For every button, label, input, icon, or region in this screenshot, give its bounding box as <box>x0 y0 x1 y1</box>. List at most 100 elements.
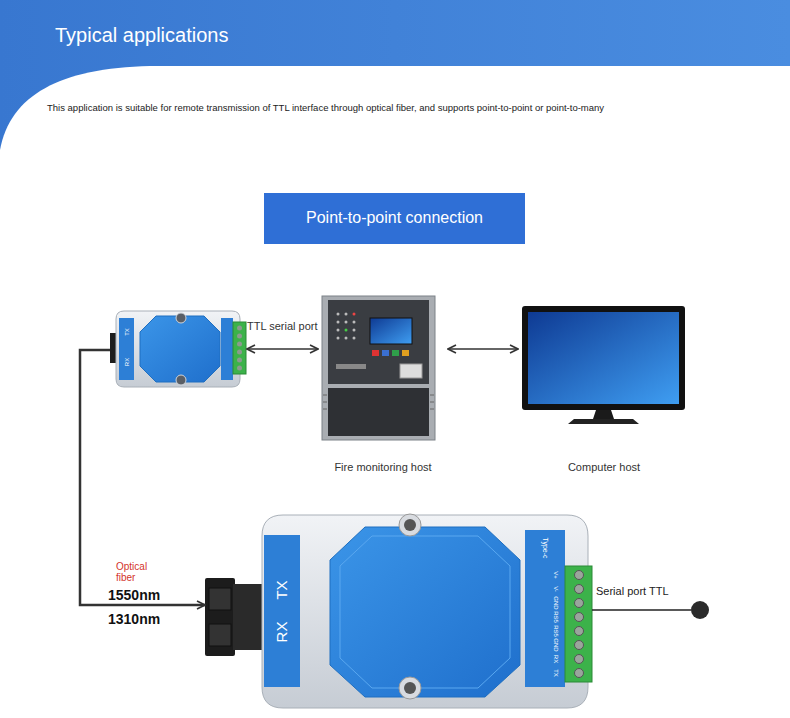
converter-small: TX RX <box>110 310 247 387</box>
device-face <box>140 316 220 382</box>
description-text: This application is suitable for remote … <box>47 103 604 114</box>
panel-button <box>382 350 389 356</box>
header-band <box>0 0 790 160</box>
device-strip <box>264 535 300 687</box>
panel-button <box>402 350 409 356</box>
monitor-neck <box>593 410 614 419</box>
device-strip <box>525 530 565 687</box>
connector <box>80 350 205 605</box>
connector-port <box>209 624 231 646</box>
connector <box>247 348 318 350</box>
terminal-screw <box>237 358 242 363</box>
status-led <box>353 337 356 340</box>
status-led <box>337 313 340 316</box>
pin-label: Type-c <box>541 537 549 558</box>
host-label: Computer host <box>518 461 690 474</box>
vent-line <box>323 395 327 396</box>
vent-line <box>430 402 434 403</box>
port-mark: TX <box>273 580 290 599</box>
panel-button <box>372 350 379 356</box>
terminal-screw <box>575 599 584 608</box>
fire-monitoring-host: Fire monitoring host <box>318 293 448 478</box>
pin-label: RS5 <box>553 611 560 623</box>
header-curve <box>0 66 790 160</box>
terminal-screw <box>575 585 584 594</box>
terminal-screw <box>575 627 584 636</box>
terminal-screw <box>237 350 242 355</box>
terminal-screw <box>575 613 584 622</box>
housing-screw <box>404 682 416 694</box>
pin-label: RS5 <box>553 625 560 637</box>
device-strip <box>119 318 134 380</box>
status-led <box>353 313 356 316</box>
connector <box>448 348 518 350</box>
terminal-screw <box>237 342 242 347</box>
pin-label: V- <box>553 586 560 592</box>
terminal-screw <box>575 641 584 650</box>
housing-screw <box>176 313 186 323</box>
port-mark: TX <box>123 328 130 336</box>
housing-screw <box>399 514 421 536</box>
vent-line <box>323 409 327 410</box>
terminal-screw <box>575 655 584 664</box>
device-face <box>330 527 520 697</box>
name-plate <box>336 364 366 369</box>
terminal-screw <box>237 326 242 331</box>
pin-label: GND <box>553 596 560 609</box>
status-led <box>345 321 348 324</box>
terminal-screw <box>237 366 242 371</box>
status-led <box>353 321 356 324</box>
pin-label: RX <box>553 655 560 663</box>
host-label: Fire monitoring host <box>318 461 448 474</box>
wavelength-label: 1550nm <box>108 587 160 603</box>
edge-label: TTL serial port <box>247 320 318 333</box>
terminal-screw <box>237 334 242 339</box>
housing-screw <box>404 519 416 531</box>
terminal-screw <box>575 669 584 678</box>
printer-slot <box>400 364 422 378</box>
connector-port <box>209 588 231 610</box>
cabinet-door <box>328 388 429 436</box>
terminal-block <box>233 322 246 374</box>
cabinet-panel <box>328 300 429 384</box>
monitor-screen <box>528 312 679 404</box>
monitor-base <box>568 419 639 424</box>
lead-dot <box>691 601 709 619</box>
computer-host: Computer host <box>518 303 690 478</box>
port-label: Serial port TTL <box>596 585 669 598</box>
status-led <box>337 321 340 324</box>
fiber-connector <box>205 578 235 656</box>
pin-label: V+ <box>553 571 560 579</box>
status-led <box>337 329 340 332</box>
port-mark: RX <box>123 358 130 366</box>
device-housing <box>262 515 588 708</box>
terminal-screw <box>575 571 584 580</box>
vent-line <box>323 402 327 403</box>
housing-screw <box>399 677 421 699</box>
pin-label: GND <box>553 638 560 651</box>
status-led <box>345 329 348 332</box>
connection-banner: Point-to-point connection <box>264 193 525 244</box>
edge-label: Optical fiber <box>116 561 160 583</box>
lead-line <box>592 609 691 611</box>
status-led <box>353 329 356 332</box>
cabinet-screen <box>370 318 412 344</box>
status-led <box>337 337 340 340</box>
status-led <box>345 313 348 316</box>
housing-screw <box>176 375 186 385</box>
vent-line <box>430 409 434 410</box>
face-highlight <box>340 536 510 688</box>
banner-text: Point-to-point connection <box>264 209 525 227</box>
device-strip <box>221 318 233 380</box>
port-mark: RX <box>273 622 290 643</box>
vent-line <box>430 395 434 396</box>
monitor-bezel <box>522 306 685 410</box>
terminal-block <box>565 566 592 682</box>
panel-button <box>392 350 399 356</box>
pin-label: TX <box>553 669 560 677</box>
status-led <box>345 337 348 340</box>
cabinet-body <box>322 296 435 440</box>
page-title: Typical applications <box>55 24 228 47</box>
converter-large: TX RX <box>205 515 590 708</box>
